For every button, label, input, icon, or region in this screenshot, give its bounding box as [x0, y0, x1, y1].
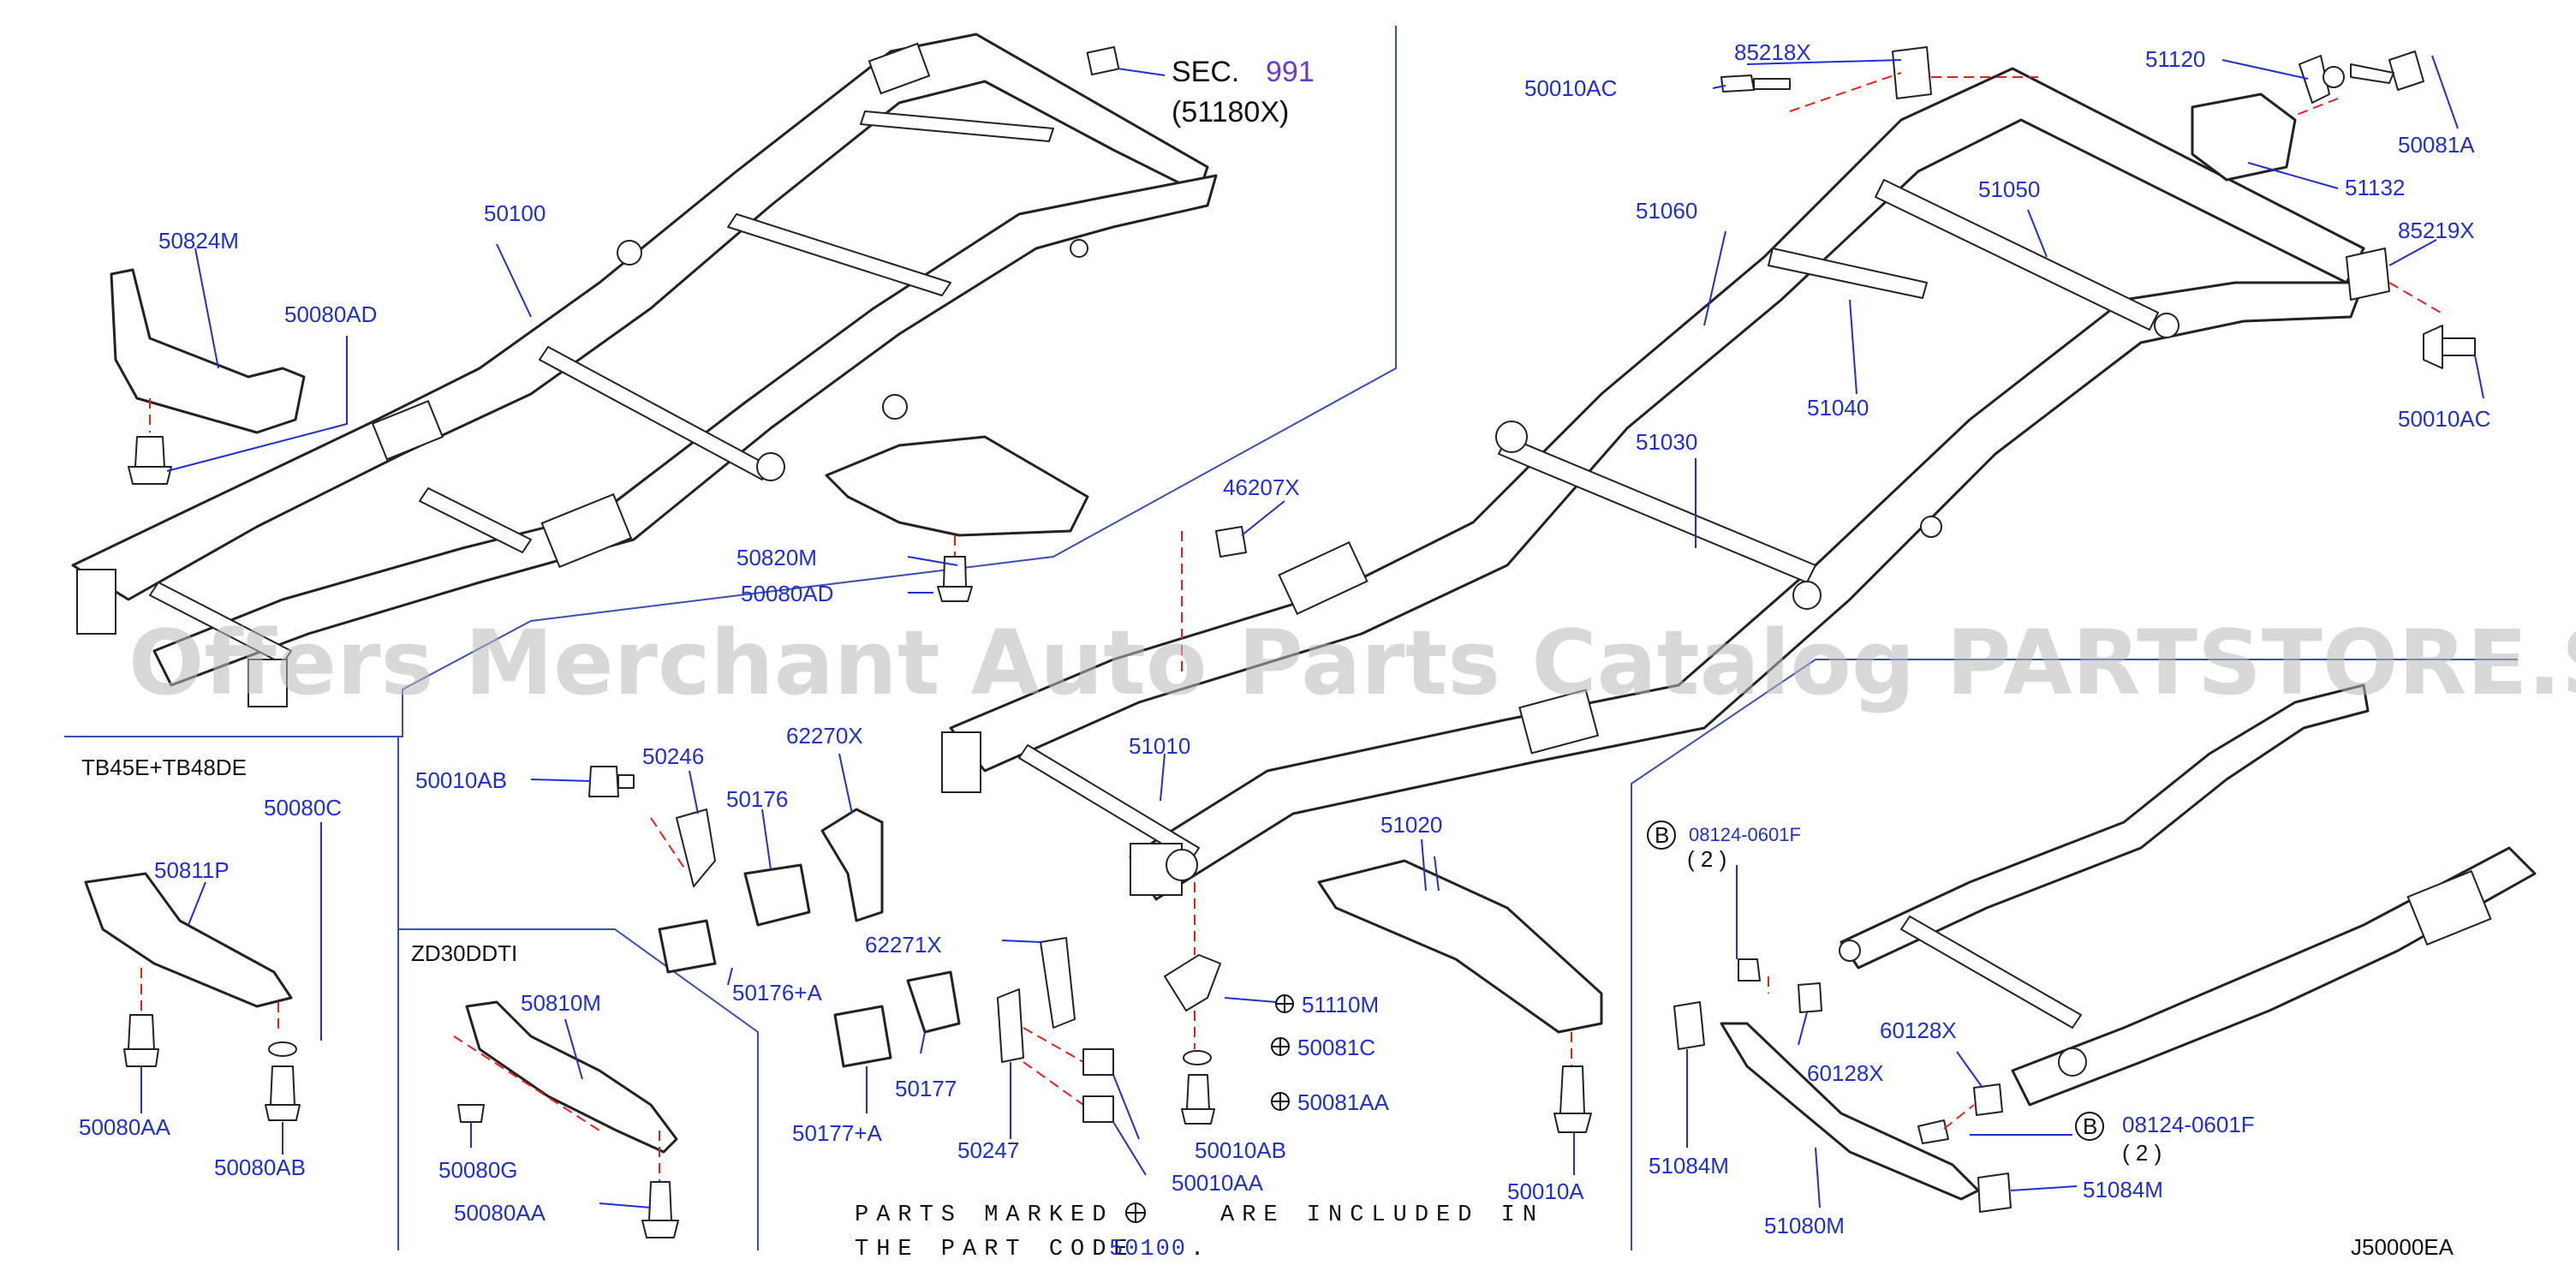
label-85219X[interactable]: 85219X: [2398, 218, 2475, 243]
note-part-code[interactable]: 50100: [1109, 1237, 1187, 1262]
footnote: PARTS MARKED ARE INCLUDED IN THE PART CO…: [855, 1202, 1544, 1262]
watermark: Offers Merchant Auto Parts Catalog PARTS…: [128, 611, 2576, 715]
label-08124-b[interactable]: 08124-0601F: [2122, 1112, 2255, 1137]
b-marker-a-text: B: [1655, 822, 1669, 848]
bracket-50811P: [84, 872, 301, 1121]
label-51010[interactable]: 51010: [1129, 733, 1190, 759]
label-50080AD-b[interactable]: 50080AD: [741, 581, 833, 606]
sec-label-box: [1086, 45, 1166, 76]
mount-51110M: [1164, 882, 1221, 1125]
diagram-code: J50000EA: [2351, 1234, 2454, 1260]
engine-label-zd: ZD30DDTI: [411, 940, 517, 966]
skid-plate-50824M: [110, 268, 306, 485]
note-line1-a: PARTS MARKED: [855, 1202, 1113, 1228]
label-51040[interactable]: 51040: [1807, 395, 1869, 421]
frame-assembly-right: [941, 67, 2365, 901]
label-50080AA-a[interactable]: 50080AA: [79, 1114, 171, 1140]
asterisk-mark-icon: [1125, 1202, 1146, 1223]
label-08124-a[interactable]: 08124-0601F: [1689, 824, 1801, 845]
asterisk-mark-icon: [1275, 994, 1294, 1013]
label-50247[interactable]: 50247: [957, 1137, 1019, 1163]
label-50810M[interactable]: 50810M: [521, 990, 601, 1016]
label-50010A[interactable]: 50010A: [1507, 1179, 1584, 1204]
label-51084M-a[interactable]: 51084M: [1649, 1153, 1729, 1179]
crossmember-51020: [1317, 859, 1603, 1133]
note-line2-a: THE PART CODE: [855, 1237, 1136, 1262]
bracket-50810M: [453, 1000, 679, 1238]
label-50081A[interactable]: 50081A: [2398, 132, 2475, 158]
label-50177[interactable]: 50177: [895, 1076, 957, 1101]
label-50010AB-b[interactable]: 50010AB: [1195, 1137, 1286, 1163]
frame-assembly-top-left: [71, 33, 1218, 707]
b-marker-b-text: B: [2083, 1113, 2097, 1139]
label-62270X[interactable]: 62270X: [786, 723, 863, 749]
label-50824M[interactable]: 50824M: [158, 228, 239, 254]
sec-label: SEC.: [1172, 56, 1239, 88]
label-50820M[interactable]: 50820M: [736, 545, 817, 570]
label-50080AD-a[interactable]: 50080AD: [284, 301, 377, 327]
label-50080AA-b[interactable]: 50080AA: [454, 1200, 546, 1226]
mount-parts-center: [588, 766, 1114, 1123]
note-line2-end: .: [1190, 1237, 1212, 1262]
label-50080AB[interactable]: 50080AB: [214, 1155, 306, 1180]
frame-assembly-bottom-right: [1839, 683, 2537, 1107]
label-50176A[interactable]: 50176+A: [732, 980, 822, 1005]
label-50081C[interactable]: 50081C: [1297, 1035, 1375, 1060]
bracket-46207X: [1181, 526, 1247, 677]
bracket-85218X: [1720, 46, 2038, 112]
leader-lines: [140, 55, 2484, 1208]
part-labels: SEC. 991 (51180X) 50100 50824M 50080AD 5…: [79, 39, 2490, 1260]
b-marker-a: [1647, 820, 1676, 850]
label-60128X-a[interactable]: 60128X: [1807, 1060, 1884, 1086]
sec-sub-label: (51180X): [1172, 96, 1289, 128]
label-50010AC-a[interactable]: 50010AC: [1524, 75, 1617, 101]
label-50080G[interactable]: 50080G: [438, 1157, 518, 1183]
label-51060[interactable]: 51060: [1636, 198, 1697, 224]
label-50246[interactable]: 50246: [642, 743, 704, 769]
label-50811P[interactable]: 50811P: [154, 857, 230, 883]
label-85218X[interactable]: 85218X: [1734, 39, 1811, 65]
label-51030[interactable]: 51030: [1636, 429, 1697, 455]
label-50010AA-a[interactable]: 50010AA: [1172, 1170, 1264, 1196]
asterisk-mark-icon: [1271, 1092, 1290, 1111]
label-60128X-b[interactable]: 60128X: [1880, 1017, 1957, 1043]
label-50010AB-a[interactable]: 50010AB: [415, 767, 507, 793]
qty-a: ( 2 ): [1687, 846, 1726, 872]
note-line1-b: ARE INCLUDED IN: [1220, 1202, 1544, 1228]
engine-label-tb: TB45E+TB48DE: [81, 755, 247, 780]
label-50081AA[interactable]: 50081AA: [1297, 1089, 1390, 1115]
label-46207X[interactable]: 46207X: [1223, 474, 1300, 500]
label-51080M[interactable]: 51080M: [1764, 1213, 1845, 1238]
label-51050[interactable]: 51050: [1978, 176, 2040, 202]
b-marker-b: [2075, 1112, 2104, 1141]
label-51132[interactable]: 51132: [2345, 175, 2405, 200]
marked-part-glyphs: [1271, 994, 1294, 1111]
skid-plate-50820M: [825, 435, 1089, 602]
bracket-51132: [2191, 92, 2297, 182]
bracket-85219X: [2346, 248, 2476, 369]
label-50010AC-b[interactable]: 50010AC: [2398, 406, 2490, 432]
label-62271X[interactable]: 62271X: [865, 932, 942, 958]
label-50100[interactable]: 50100: [484, 200, 546, 226]
section-dividers: [64, 26, 2518, 1250]
asterisk-mark-icon: [1271, 1037, 1290, 1056]
label-51120[interactable]: 51120: [2145, 46, 2205, 72]
label-51020[interactable]: 51020: [1380, 812, 1442, 838]
crossmember-51080M: [1673, 958, 2012, 1213]
sec-number-link[interactable]: 991: [1266, 56, 1315, 88]
label-50080C[interactable]: 50080C: [264, 795, 342, 820]
label-50176[interactable]: 50176: [726, 786, 788, 812]
label-51084M-b[interactable]: 51084M: [2083, 1177, 2163, 1202]
qty-b: ( 2 ): [2122, 1140, 2162, 1166]
label-51110M[interactable]: 51110M: [1302, 992, 1379, 1017]
label-50177A[interactable]: 50177+A: [792, 1120, 882, 1146]
